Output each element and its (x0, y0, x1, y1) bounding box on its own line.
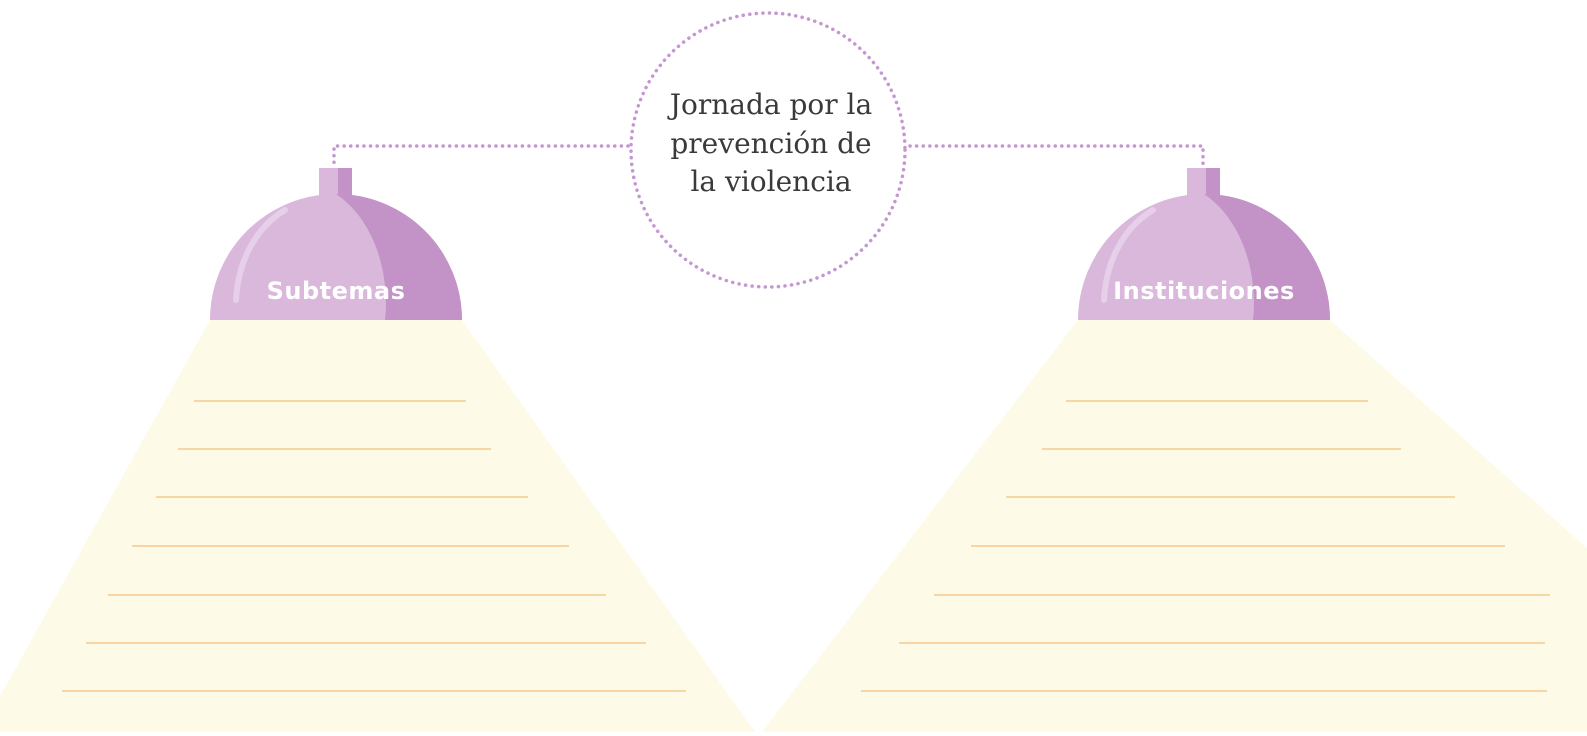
right-connector (908, 144, 1205, 170)
right-light-beam (762, 320, 1587, 732)
right-writing-lines (861, 400, 1550, 692)
dotted-connectors (332, 11, 1205, 289)
central-topic-line-3: la violencia (690, 165, 852, 199)
right-lamp-label: Instituciones (1113, 277, 1295, 305)
left-writing-lines (62, 400, 686, 692)
left-lamp-label: Subtemas (266, 277, 406, 305)
central-node-circle (629, 11, 907, 289)
central-topic-title: Jornada por la prevención de la violenci… (636, 86, 906, 202)
central-topic-line-1: Jornada por la (669, 88, 873, 121)
left-connector (332, 144, 630, 170)
left-light-beam (0, 320, 755, 732)
right-lamp (1078, 168, 1330, 320)
left-lamp (210, 168, 462, 320)
central-topic-line-2: prevención de (670, 126, 872, 160)
